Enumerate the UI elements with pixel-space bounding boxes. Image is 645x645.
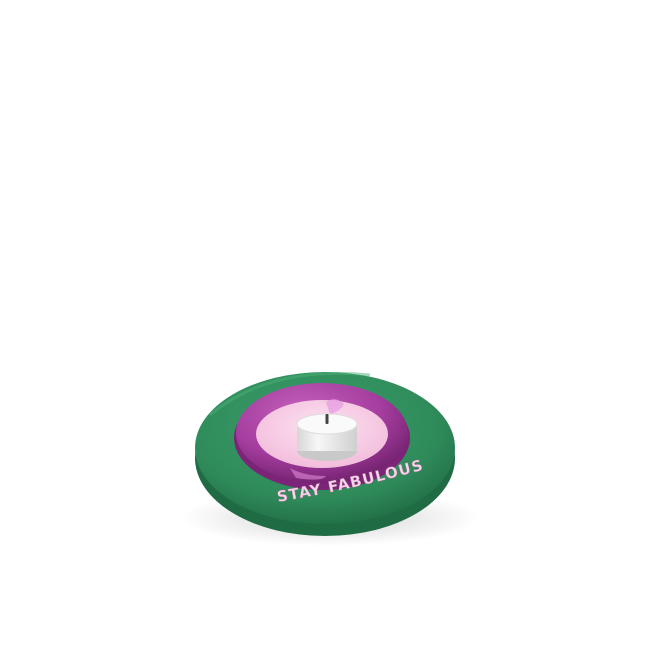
inner-ring-gloss bbox=[290, 468, 326, 480]
outer-ring-highlight bbox=[209, 371, 371, 417]
wick-icon bbox=[325, 414, 329, 424]
inner-ring-highlight bbox=[326, 399, 344, 414]
